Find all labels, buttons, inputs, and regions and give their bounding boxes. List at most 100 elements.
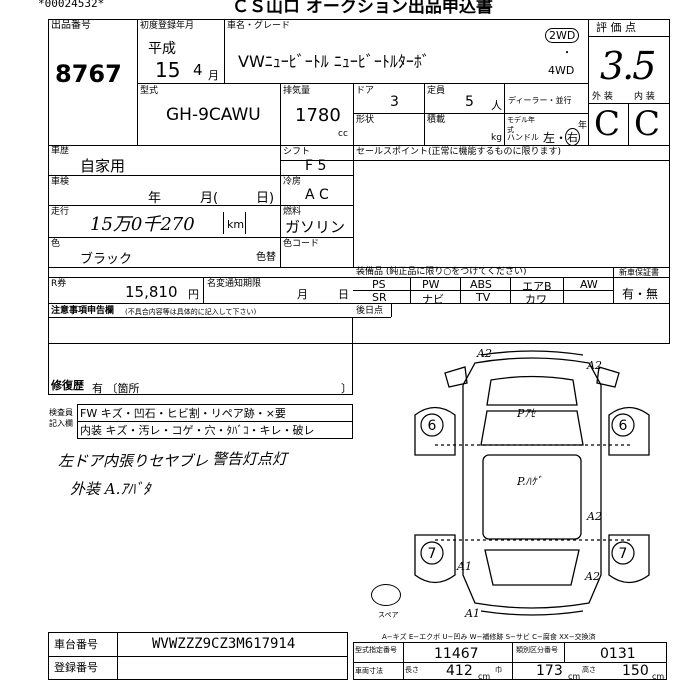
steering-label: ハンドル — [507, 133, 539, 142]
plate-label: 登録番号 — [54, 661, 98, 674]
shape-label: 形状 — [356, 115, 375, 125]
remarks-sub: (不具合内容等は具体的に記入して下さい) — [125, 308, 257, 316]
equipment-label: 装備品 (純正品に限り○をつけてください) — [356, 267, 527, 277]
model-year-unit: 年 — [578, 121, 588, 131]
class-value: 0131 — [600, 646, 636, 662]
notice-month-unit: 月 — [297, 288, 308, 301]
capacity-unit: 人 — [491, 99, 502, 112]
evaluation-score: 3.5 — [600, 44, 656, 88]
color-label: 色 — [51, 239, 61, 249]
vin-label: 車台番号 — [54, 638, 98, 651]
damage-legend: A−キズ E−エクボ U−凹み W−補修跡 S−サビ C−腐食 XX−交換済 — [382, 633, 596, 641]
warranty-label: 新車保証書 — [619, 268, 659, 277]
exterior-grade: C — [594, 104, 621, 144]
length-label: 長さ — [405, 666, 419, 674]
form-title: ＣＳ山ロ オークション出品申込書 — [232, 0, 493, 17]
type-designation-value: 11467 — [434, 646, 479, 662]
shift-value: F 5 — [305, 158, 327, 174]
equip-abs: ABS — [470, 278, 492, 291]
registration-month-unit: 月 — [208, 69, 219, 82]
fuel-label: 燃料 — [283, 207, 302, 217]
interior-label: 内 装 — [634, 92, 655, 102]
steering-left: 左 — [543, 131, 556, 145]
equip-leather: カワ — [525, 293, 547, 306]
length-value: 412 — [446, 663, 473, 679]
equip-pw: PW — [422, 278, 440, 291]
inspection-day-unit: 日) — [256, 191, 275, 206]
doors-label: ドア — [356, 86, 375, 96]
model-label: 車名・グレード — [227, 21, 291, 31]
diagram-mark-2: A2 — [586, 359, 602, 372]
capacity-label: 定員 — [427, 86, 446, 96]
width-unit: cm — [568, 672, 581, 681]
equip-airbag: エアB — [522, 280, 552, 293]
width-value: 173 — [536, 663, 563, 679]
repair-history-end: 〕 — [341, 382, 352, 395]
fuel-value: ガソリン — [285, 218, 346, 236]
diagram-mark-1: A2 — [476, 347, 492, 360]
repair-history-label: 修復歴 — [51, 379, 84, 392]
notice-label: 名変通知期限 — [207, 279, 262, 289]
type-value: GH-9CAWU — [166, 105, 261, 125]
displacement-label: 排気量 — [283, 86, 311, 96]
inspector-label: 検査員記入欄 — [49, 408, 73, 428]
inspection-label: 車検 — [51, 177, 70, 187]
recycle-value: 15,810 — [125, 283, 178, 301]
ac-value: A C — [305, 187, 329, 203]
payload-label: 積載 — [427, 115, 446, 125]
remarks-label: 注意事項申告欄 — [51, 306, 115, 316]
registration-year: 15 — [155, 58, 181, 82]
exterior-label: 外 装 — [592, 92, 613, 102]
warranty-value: 有・無 — [622, 287, 659, 301]
lot-number: 8767 — [55, 60, 122, 88]
type-label: 型式 — [140, 86, 159, 96]
notice-day-unit: 日 — [338, 288, 349, 301]
model-year-label: モデル年式 — [507, 116, 535, 134]
width-label: 巾 — [495, 666, 502, 674]
spare-tire — [371, 584, 401, 606]
diagram-circled-6-right: 6 — [619, 418, 628, 434]
bottom-note-label: 後日点 — [356, 306, 384, 316]
recycle-unit: 円 — [188, 288, 199, 301]
steering-right: 右 — [565, 128, 580, 146]
class-label: 類別区分番号 — [516, 646, 558, 654]
barcode-id: *00024532* — [38, 0, 105, 10]
registration-month: 4 — [193, 61, 203, 79]
handwritten-note-1b: 警告灯点灯 — [212, 450, 288, 468]
size-label: 車両寸法 — [355, 667, 383, 675]
diagram-mark-6: A1 — [456, 560, 472, 573]
capacity-value: 5 — [465, 94, 474, 110]
length-unit: cm — [478, 672, 491, 681]
inspector-exterior-row: FW キズ・凹石・ヒビ割・リペア跡・×要 — [80, 407, 286, 420]
displacement-value: 1780 — [295, 105, 341, 126]
equip-aw: AW — [580, 278, 598, 291]
diagram-mark-4: P.ﾊｹﾞ — [516, 475, 542, 488]
doors-value: 3 — [390, 94, 399, 110]
diagram-mark-7: A2 — [584, 570, 600, 583]
mileage-unit: km — [227, 218, 245, 231]
steering-dot: ・ — [555, 131, 568, 145]
main-form-frame — [48, 19, 670, 344]
model-name: VWﾆｭｰﾋﾞｰﾄﾙ ﾆｭｰﾋﾞｰﾄﾙﾀｰﾎﾞ — [238, 52, 430, 71]
equip-navi: ナビ — [422, 293, 444, 306]
height-value: 150 — [622, 663, 649, 679]
inspection-month-unit: 月( — [200, 191, 219, 206]
drive-2wd: 2WD — [545, 28, 580, 43]
displacement-unit: cc — [338, 129, 348, 139]
car-damage-diagram: 6 6 7 7 A2 A2 Pｱｾ P.ﾊｹﾞ A2 A1 A2 A1 — [414, 347, 650, 620]
payload-unit: kg — [491, 133, 502, 143]
inspection-year-unit: 年 — [148, 191, 162, 206]
diagram-mark-8: A1 — [464, 607, 480, 620]
height-unit: cm — [652, 672, 665, 681]
height-label: 高さ — [582, 666, 596, 674]
drive-dot: ・ — [562, 48, 572, 59]
registration-era: 平成 — [148, 41, 176, 57]
repair-history-value: 有 〔箇所 — [92, 382, 140, 395]
diagram-circled-7-left: 7 — [428, 546, 437, 562]
equip-tv: TV — [476, 291, 491, 304]
equip-ps: PS — [372, 278, 386, 291]
diagram-mark-5: A2 — [586, 510, 602, 523]
ac-label: 冷房 — [283, 177, 302, 187]
handwritten-note-2: 外装 A.ｱﾊﾞﾀ — [70, 480, 151, 498]
sales-point-label: セールスポイント(正常に機能するものに限ります) — [356, 147, 562, 157]
